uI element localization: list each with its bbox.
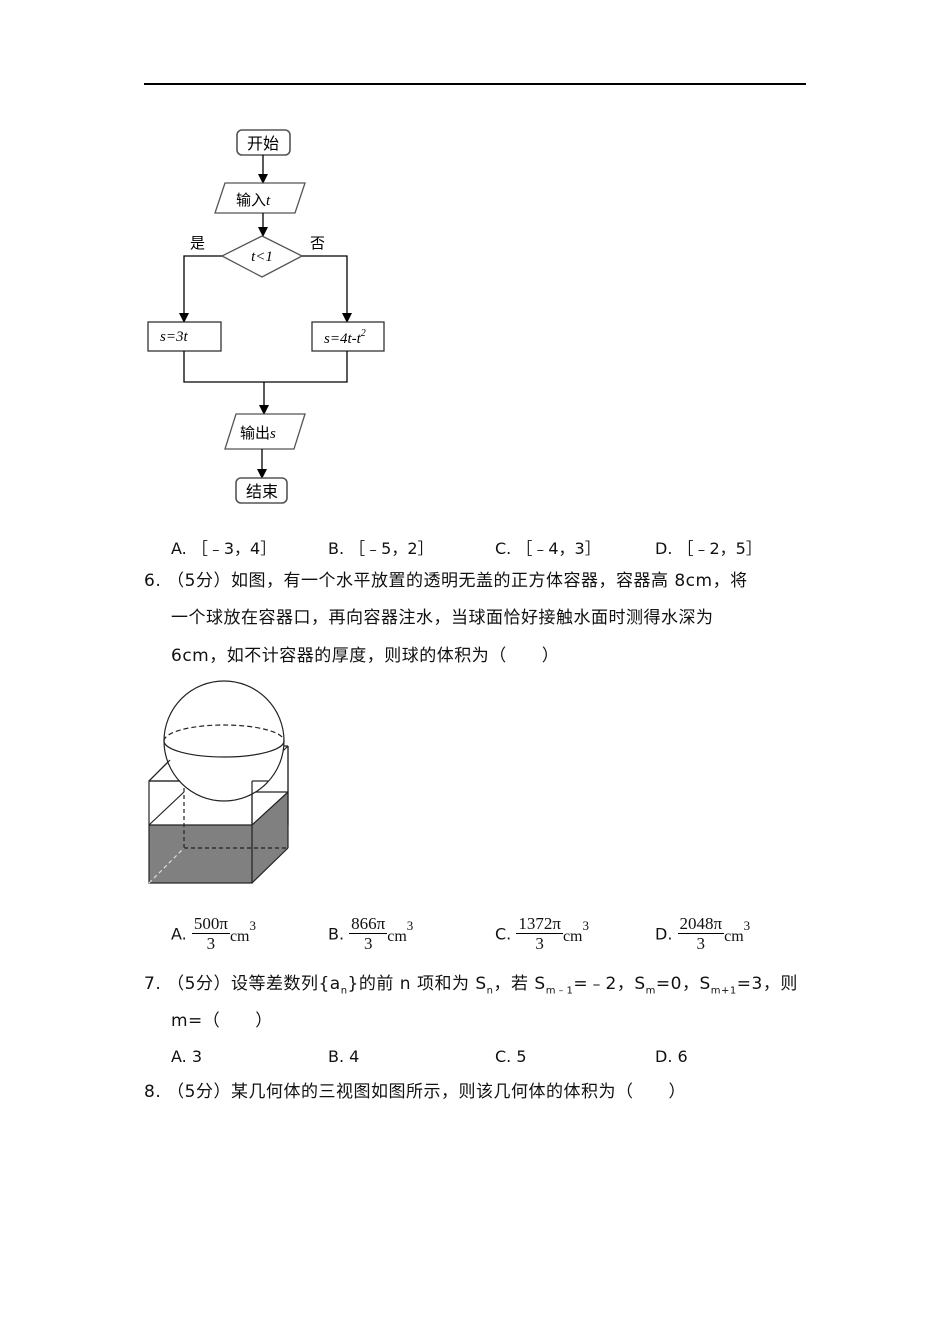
sphere-cube-figure	[148, 680, 289, 884]
q6-stem-line3: 6cm，如不计容器的厚度，则球的体积为（ ）	[171, 646, 560, 666]
flow-start-label: 开始	[247, 134, 279, 153]
q5-option-a: A. ［﹣3，4］	[171, 539, 277, 558]
q7-option-a: A. 3	[171, 1047, 203, 1066]
flow-output-label: 输出s	[240, 424, 276, 442]
q7-option-c: C. 5	[495, 1047, 527, 1066]
flow-yes-label: 是	[190, 234, 205, 252]
flow-input-label: 输入t	[236, 191, 271, 209]
q5-option-c: C. ［﹣4，3］	[495, 539, 601, 558]
q8-stem: 8. （5分）某几何体的三视图如图所示，则该几何体的体积为（ ）	[144, 1082, 686, 1102]
flow-condition: t<1	[251, 249, 273, 265]
flow-end-label: 结束	[246, 482, 278, 501]
q5-option-b: B. ［﹣5，2］	[328, 539, 434, 558]
q7-stem-line1: 7. （5分）设等差数列{an}的前 n 项和为 Sn，若 Sm﹣1=﹣2，Sm…	[144, 974, 798, 997]
header-rule	[144, 83, 806, 85]
flow-no-box: s=4t-t2	[324, 328, 366, 347]
flow-no-label: 否	[310, 234, 325, 252]
q6-stem-line2: 一个球放在容器口，再向容器注水，当球面恰好接触水面时测得水深为	[171, 608, 714, 628]
flowchart-diagram: 开始 输入t t<1 是 否 s=3t s=4t-t2 输出s 结束	[147, 129, 385, 504]
q7-option-b: B. 4	[328, 1047, 360, 1066]
q6-stem-line1: 6. （5分）如图，有一个水平放置的透明无盖的正方体容器，容器高 8cm，将	[144, 571, 748, 591]
flow-yes-box: s=3t	[160, 329, 188, 345]
q7-stem-line2: m=（ ）	[171, 1011, 273, 1031]
q7-option-d: D. 6	[655, 1047, 688, 1066]
q5-option-d: D. ［﹣2，5］	[655, 539, 762, 558]
